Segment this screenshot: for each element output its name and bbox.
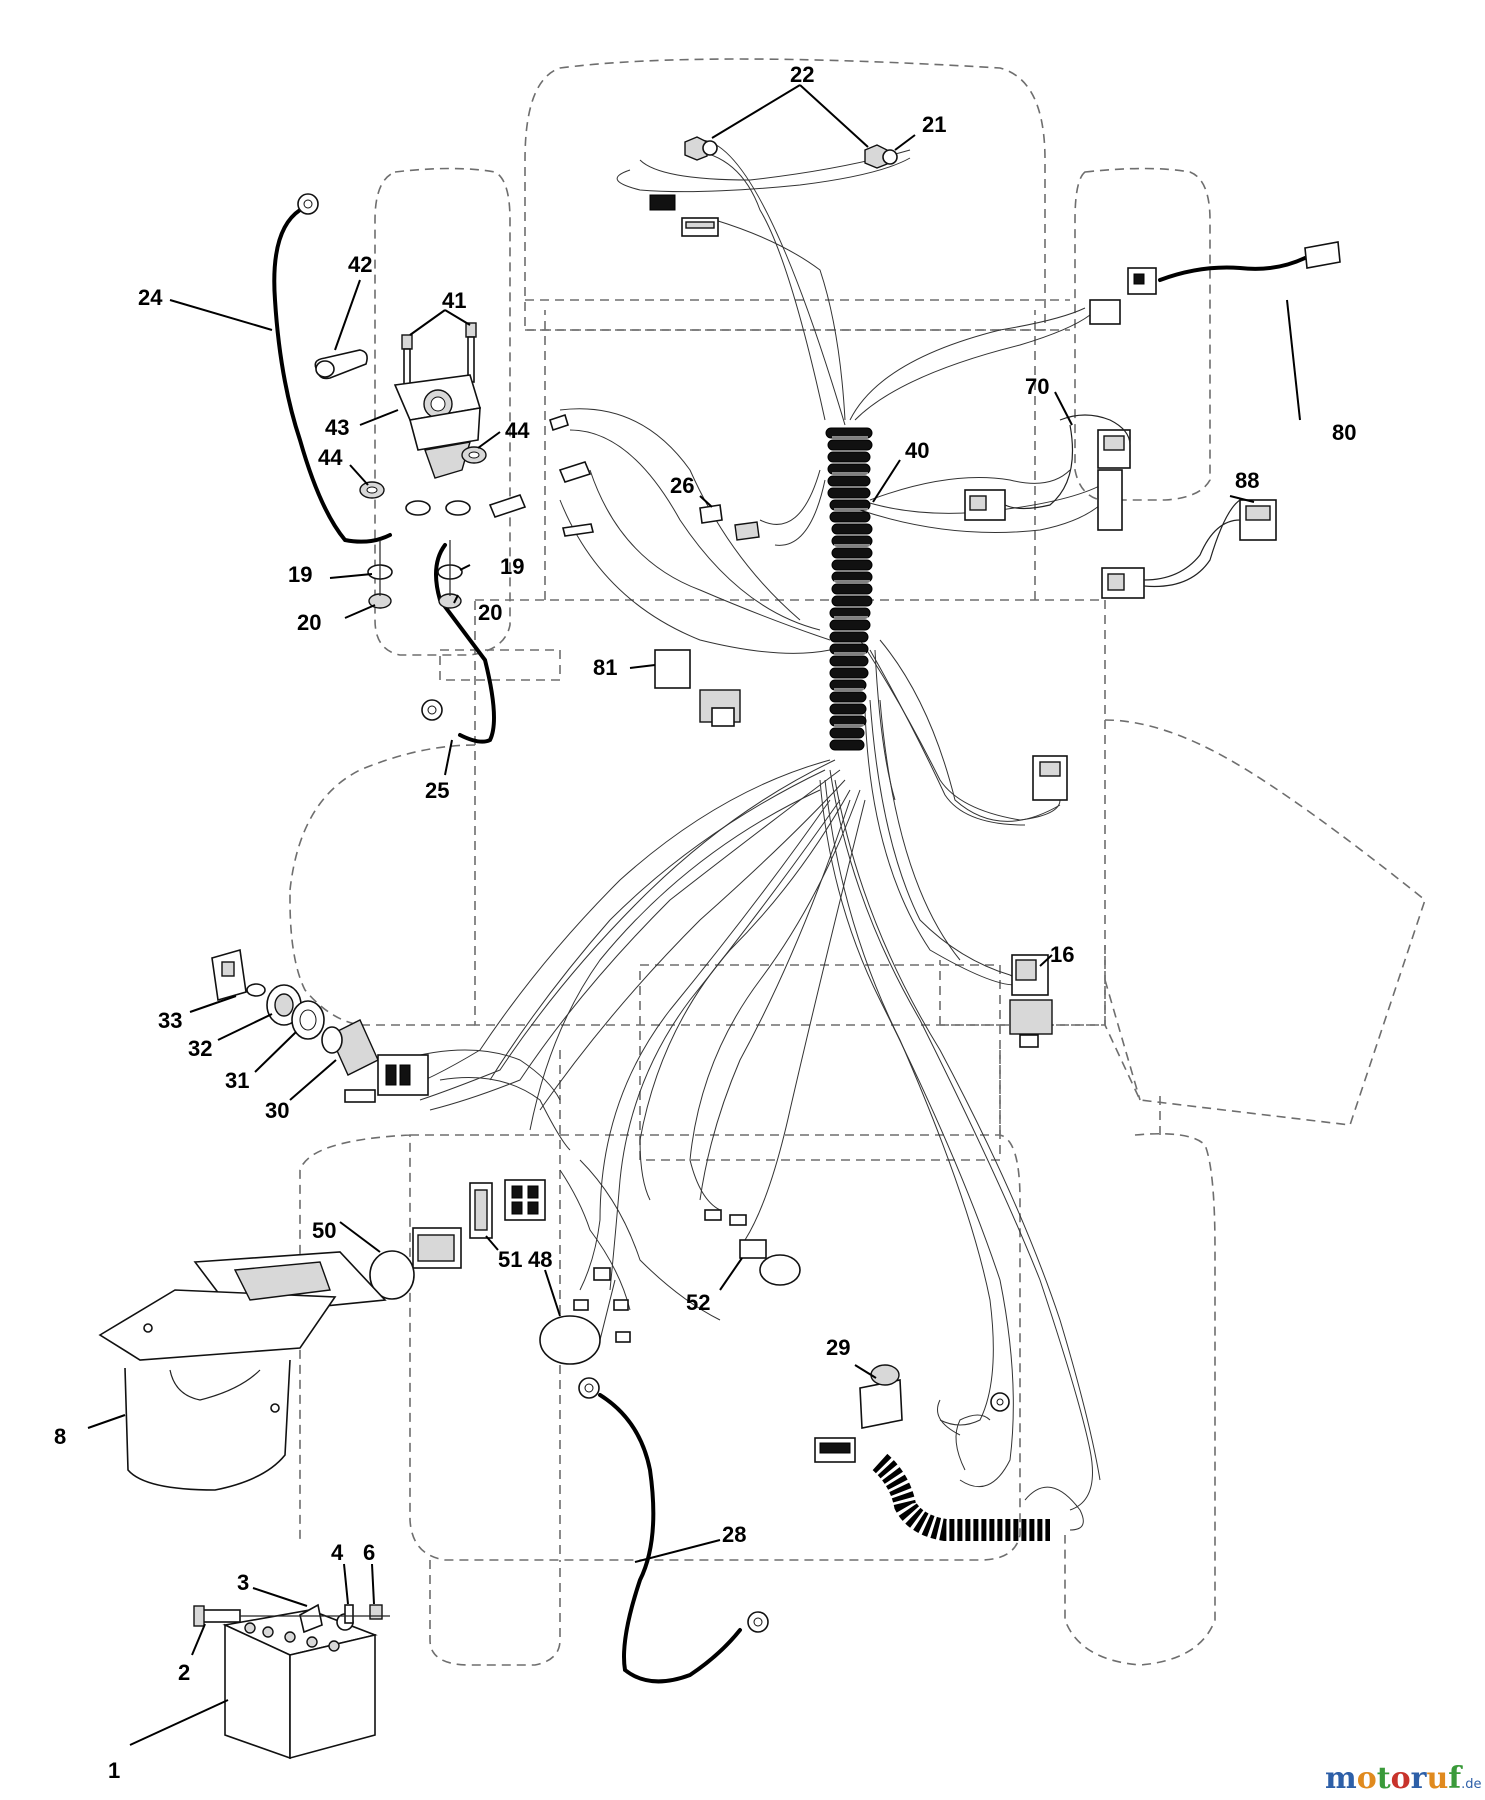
callout-51: 51 — [498, 1247, 522, 1272]
motoruf-watermark-logo: motoruf.de — [1325, 1761, 1482, 1796]
callout-26: 26 — [670, 473, 694, 498]
watermark-letter: r — [1411, 1761, 1428, 1796]
callout-41: 41 — [442, 288, 466, 313]
part-43-solenoid — [393, 374, 482, 479]
ring-terminals — [297, 193, 1010, 1633]
watermark-letter: o — [1391, 1761, 1411, 1796]
part-81-relay — [654, 649, 741, 727]
part-1-battery — [222, 1609, 378, 1760]
callout-44-right: 44 — [505, 418, 530, 443]
leader-lines — [87, 84, 1301, 1746]
callout-33: 33 — [158, 1008, 182, 1033]
callout-52: 52 — [686, 1290, 710, 1315]
callout-1: 1 — [108, 1758, 120, 1783]
callout-29: 29 — [826, 1335, 850, 1360]
part-44-nuts — [359, 446, 487, 499]
callout-20-left: 20 — [297, 610, 321, 635]
part-29-switch — [814, 1364, 903, 1463]
part-19-20-hardware — [367, 500, 471, 609]
watermark-suffix: .de — [1461, 1777, 1481, 1792]
part-42 — [314, 349, 368, 380]
harness-wires — [399, 139, 1111, 1531]
callout-42: 42 — [348, 252, 372, 277]
part-31-ring — [291, 1000, 325, 1040]
callout-8: 8 — [54, 1424, 66, 1449]
callout-16: 16 — [1050, 942, 1074, 967]
callout-31: 31 — [225, 1068, 249, 1093]
part-30-ignition — [321, 1019, 429, 1103]
callout-48: 48 — [528, 1247, 552, 1272]
watermark-letter: o — [1357, 1761, 1377, 1796]
callout-28: 28 — [722, 1522, 746, 1547]
callout-20-right: 20 — [478, 600, 502, 625]
part-33-key — [211, 948, 266, 1002]
part-48-lamps — [539, 1267, 631, 1365]
part-80 — [1089, 241, 1341, 325]
part-2-3-4-6-hardware — [193, 1603, 390, 1634]
callout-44-left: 44 — [318, 445, 343, 470]
callout-70: 70 — [1025, 374, 1049, 399]
part-88 — [1101, 499, 1277, 599]
svg-text:motoruf.de: motoruf.de — [1325, 1761, 1482, 1796]
battery-cables — [272, 208, 1307, 1684]
callout-43: 43 — [325, 415, 349, 440]
callout-24: 24 — [138, 285, 163, 310]
callout-19-left: 19 — [288, 562, 312, 587]
part-connector-right — [1032, 755, 1068, 801]
callout-25: 25 — [425, 778, 449, 803]
callout-2: 2 — [178, 1660, 190, 1685]
part-50-knob — [369, 1227, 462, 1300]
watermark-letter: f — [1448, 1761, 1463, 1796]
callout-50: 50 — [312, 1218, 336, 1243]
part-16-switch — [1009, 954, 1053, 1048]
part-51 — [469, 1179, 546, 1239]
part-8-tray — [98, 1251, 387, 1491]
part-terminal-boots — [488, 413, 594, 537]
tractor-outline — [289, 58, 1426, 1666]
part-52-bulb — [704, 1209, 801, 1286]
callout-3: 3 — [237, 1570, 249, 1595]
coil-tubing — [872, 1453, 1050, 1541]
part-connectors-top — [649, 194, 719, 237]
part-26 — [699, 504, 760, 541]
callout-4: 4 — [331, 1540, 344, 1565]
callout-19-right: 19 — [500, 554, 524, 579]
callout-81: 81 — [593, 655, 617, 680]
callout-6: 6 — [363, 1540, 375, 1565]
callout-21: 21 — [922, 112, 946, 137]
callout-88: 88 — [1235, 468, 1259, 493]
watermark-letter: m — [1325, 1761, 1357, 1796]
callout-22: 22 — [790, 62, 814, 87]
part-70 — [964, 414, 1131, 531]
callout-80: 80 — [1332, 420, 1356, 445]
part-22-bulbs — [684, 136, 898, 169]
harness-loom — [825, 427, 873, 751]
watermark-letter: t — [1377, 1761, 1391, 1796]
callout-30: 30 — [265, 1098, 289, 1123]
callouts: 1 2 3 4 6 8 16 19 19 20 20 21 22 24 25 2… — [54, 62, 1356, 1783]
callout-32: 32 — [188, 1036, 212, 1061]
callout-40: 40 — [905, 438, 929, 463]
watermark-letter: u — [1426, 1761, 1448, 1796]
